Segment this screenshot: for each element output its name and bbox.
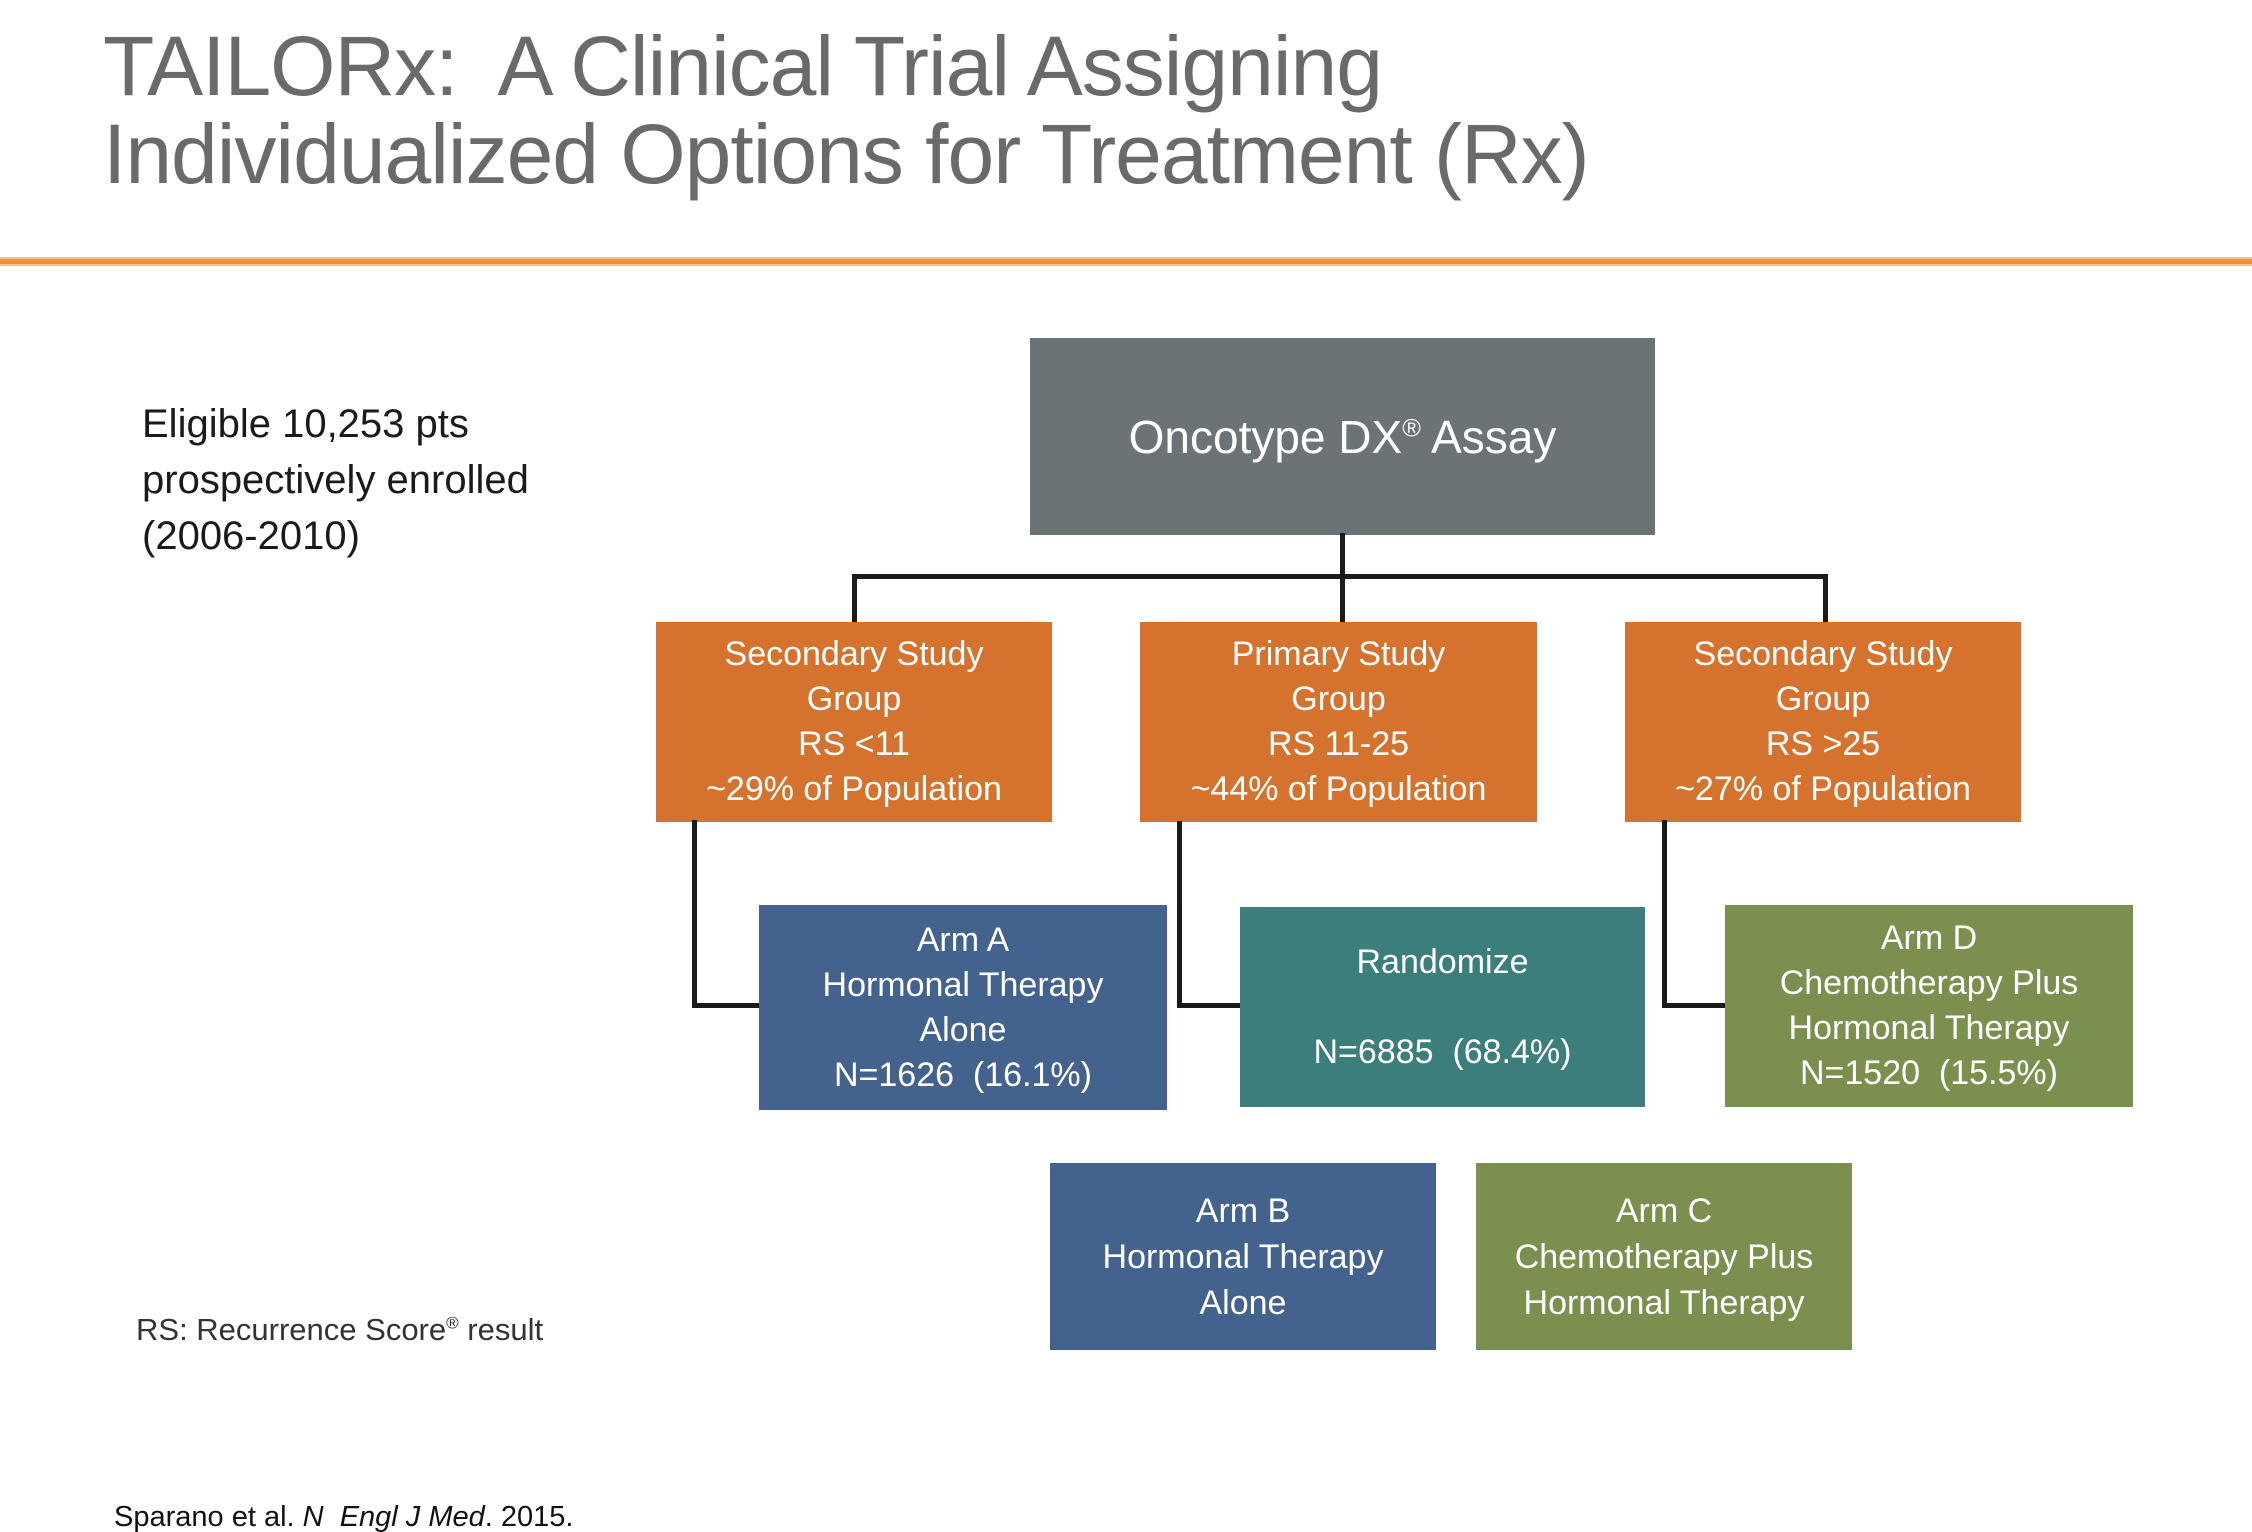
node-oncotype-assay-label: Oncotype DX® Assay bbox=[1128, 410, 1557, 463]
node-secondary-group-high-rs: Secondary Study Group RS >25 ~27% of Pop… bbox=[1625, 622, 2021, 822]
citation-journal: N Engl J Med bbox=[302, 1501, 485, 1532]
accent-divider bbox=[0, 257, 2252, 266]
connector-group3-elbow-h bbox=[1662, 1003, 1728, 1008]
node-primary-group: Primary Study Group RS 11-25 ~44% of Pop… bbox=[1140, 622, 1537, 822]
connector-group2-elbow-v bbox=[1177, 821, 1182, 1008]
connector-left-drop bbox=[852, 574, 857, 624]
node-arm-a: Arm A Hormonal Therapy Alone N=1626 (16.… bbox=[759, 905, 1167, 1110]
node-randomize: Randomize N=6885 (68.4%) bbox=[1240, 907, 1645, 1107]
node-secondary-group-low-rs: Secondary Study Group RS <11 ~29% of Pop… bbox=[656, 622, 1052, 822]
node-arm-b: Arm B Hormonal Therapy Alone bbox=[1050, 1163, 1436, 1350]
citation-list: Sparano et al. N Engl J Med. 2015. Spara… bbox=[114, 1422, 573, 1532]
node-arm-c: Arm C Chemotherapy Plus Hormonal Therapy bbox=[1476, 1163, 1852, 1350]
connector-group1-elbow-v bbox=[692, 820, 697, 1008]
eligible-note: Eligible 10,253 pts prospectively enroll… bbox=[142, 402, 529, 558]
registered-mark: ® bbox=[1402, 414, 1421, 443]
registered-mark: ® bbox=[446, 1313, 459, 1333]
connector-horizontal-bar bbox=[852, 574, 1828, 579]
slide-title: TAILORx: A Clinical Trial Assigning Indi… bbox=[103, 19, 1590, 201]
connector-group2-elbow-h bbox=[1177, 1003, 1243, 1008]
rs-footnote: RS: Recurrence Score® result bbox=[136, 1312, 544, 1347]
node-arm-d: Arm D Chemotherapy Plus Hormonal Therapy… bbox=[1725, 905, 2133, 1107]
citation-line: Sparano et al. N Engl J Med. 2015. bbox=[114, 1501, 574, 1532]
node-oncotype-assay: Oncotype DX® Assay bbox=[1030, 338, 1655, 535]
connector-group1-elbow-h bbox=[692, 1003, 762, 1008]
connector-right-drop bbox=[1823, 574, 1828, 624]
connector-group3-elbow-v bbox=[1662, 820, 1667, 1008]
